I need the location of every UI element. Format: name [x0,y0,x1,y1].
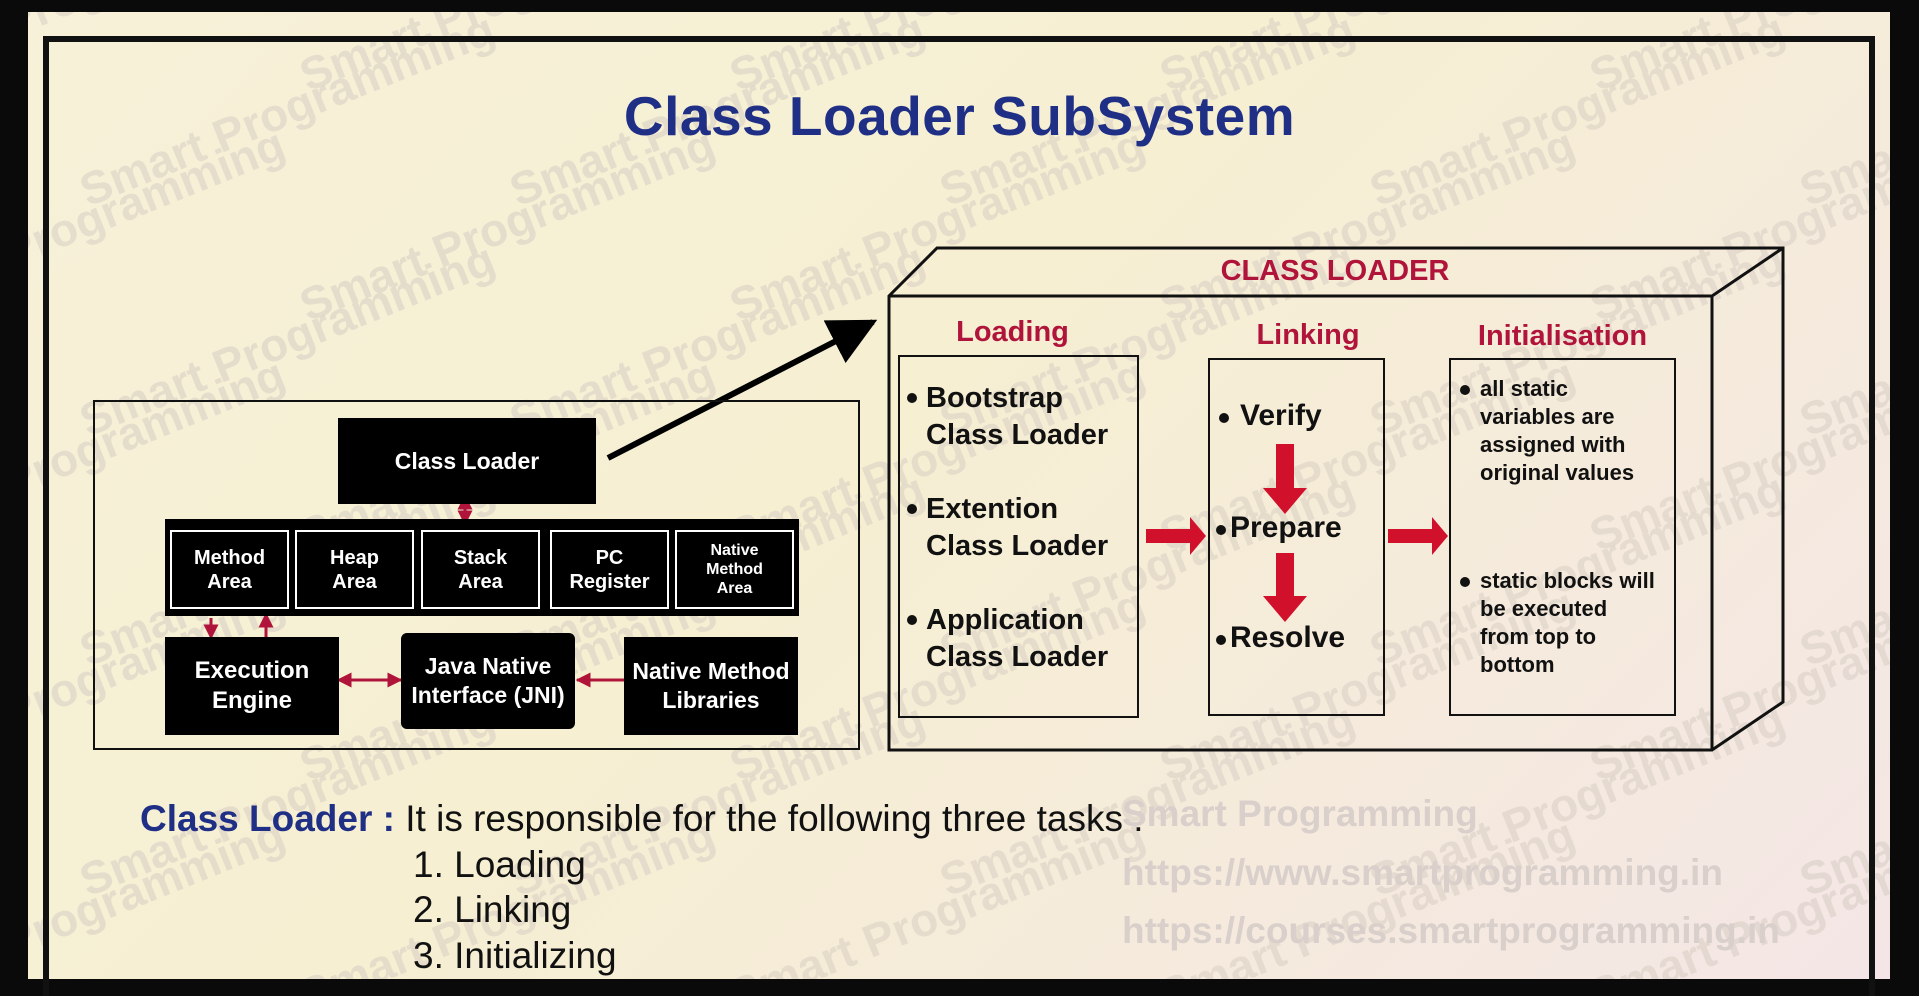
native-method-libraries: Native Method Libraries [624,637,798,735]
initialisation-item: static blocks will be executed from top … [1480,568,1655,677]
bullet [1460,385,1470,395]
initialisation-item: all static variables are assigned with o… [1480,376,1635,485]
initialisation-panel [1449,358,1676,716]
loading-item: Application Class Loader [926,604,1109,673]
task-item: 2. Linking [413,889,572,930]
watermark-brand: Smart Programming [1122,793,1478,834]
linking-item: Resolve [1230,621,1346,654]
native-method-area: Native Method Area [675,530,794,609]
loading-panel [898,355,1139,718]
task-item: 1. Loading [413,844,586,885]
bullet [1216,635,1226,645]
initialisation-heading: Initialisation [1477,320,1648,352]
linking-panel [1208,358,1385,716]
bullet [907,615,917,625]
description-label: Class Loader : [140,798,395,839]
arrow-to-class-loader-detail [606,319,878,461]
linking-item: Prepare [1230,511,1342,544]
bullet [1460,577,1470,587]
heap-area: Heap Area [295,530,414,609]
bullet [907,393,917,403]
runtime-data-areas [165,519,799,616]
bullet [1219,413,1229,423]
bullet [907,504,917,514]
description-line: Class Loader : It is responsible for the… [140,798,1144,840]
method-area: Method Area [170,530,289,609]
pc-register: PC Register [550,530,669,609]
class-loader-3d-box [887,246,1785,752]
class-loader-heading: CLASS LOADER [1220,255,1450,287]
description-text: It is responsible for the following thre… [405,798,1144,839]
linking-item: Verify [1240,399,1322,432]
slide-frame [43,36,1875,996]
watermark-url: https://courses.smartprogramming.in [1122,910,1780,951]
java-native-interface: Java Native Interface (JNI) [401,633,575,729]
stack-area: Stack Area [421,530,540,609]
jvm-architecture-panel [93,400,860,750]
class-loader-box: Class Loader [338,418,596,504]
execution-engine: Execution Engine [165,637,339,735]
bullet [1216,525,1226,535]
loading-heading: Loading [956,316,1069,348]
linking-heading: Linking [1256,319,1360,351]
slide-title: Class Loader SubSystem [623,85,1296,147]
task-item: 3. Initializing [413,935,617,976]
loading-item: Bootstrap Class Loader [926,382,1109,451]
loading-item: Extention Class Loader [926,493,1109,562]
red-arrows [1146,444,1448,622]
watermark-url: https://www.smartprogramming.in [1122,852,1723,893]
